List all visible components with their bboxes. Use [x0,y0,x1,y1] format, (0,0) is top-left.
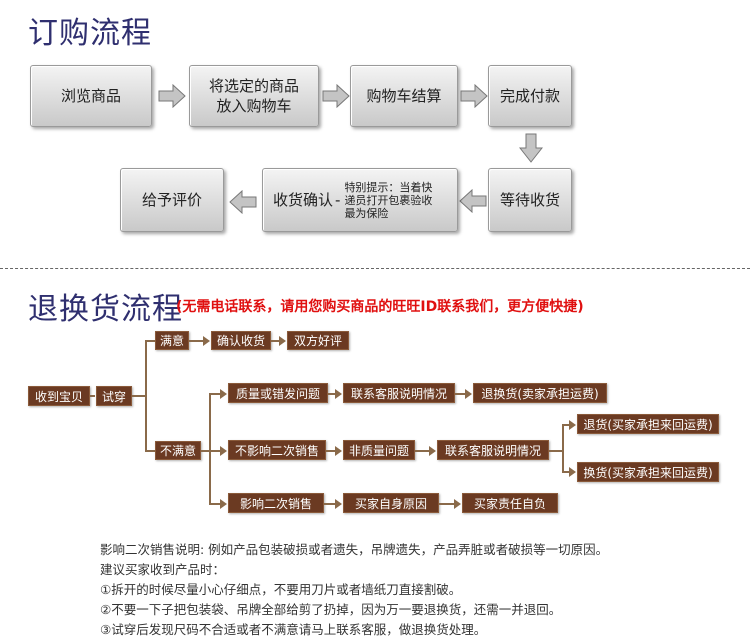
connector [549,450,563,452]
step-add-to-cart: 将选定的商品 放入购物车 [189,65,319,127]
delivery-tip: 特别提示：当着快 递员打开包裹验收 最为保险 [344,181,432,220]
arrow-down-icon [519,133,543,163]
connector [562,424,564,473]
node-good-review: 双方好评 [287,331,349,350]
notes-block: 影响二次销售说明: 例如产品包装破损或者遗失，吊牌遗失，产品弄脏或者破损等一切原… [100,540,740,640]
step-browse-label: 浏览商品 [60,87,121,105]
connector [562,424,570,426]
section-divider [0,268,750,269]
arrow-left-icon [459,189,487,213]
arrow-right-icon [322,84,350,108]
step-review: 给予评价 [120,168,224,232]
node-buyer-responsible: 买家责任自负 [462,493,558,513]
arrow-head-icon [569,467,576,477]
node-contact-service-1: 联系客服说明情况 [343,383,455,403]
step-confirm-label: 收货确认 [273,191,334,209]
arrow-head-icon [220,446,227,456]
arrow-head-icon [454,499,461,509]
step-confirm-dash: - [335,191,341,209]
connector [145,450,155,452]
note-line: ②不要一下子把包装袋、吊牌全部给剪了扔掉，因为万一要退换货，还需一并退回。 [100,602,562,617]
connector [455,393,466,395]
connector [209,393,221,395]
delivery-tip-line3: 最为保险 [344,206,389,220]
node-contact-service-2: 联系客服说明情况 [437,440,549,460]
node-affects-resale: 影响二次销售 [228,493,324,513]
arrow-right-icon [460,84,488,108]
node-exchange-buyer: 换货(买家承担来回运费) [577,462,719,482]
connector [189,340,204,342]
arrow-head-icon [429,446,436,456]
connector [415,450,430,452]
node-quality-issue: 质量或错发问题 [228,383,328,403]
node-satisfied: 满意 [155,331,189,350]
connector [209,393,211,505]
node-buyer-reason: 买家自身原因 [343,493,439,513]
connector [209,450,221,452]
returns-contact-note: (无需电话联系，请用您购买商品的旺旺ID联系我们，更方便快捷) [176,299,584,315]
arrow-head-icon [335,499,342,509]
step-pay-label: 完成付款 [499,87,560,105]
step-review-label: 给予评价 [141,191,202,209]
node-return-buyer: 退货(买家承担来回运费) [577,414,719,434]
step-add-to-cart-line2: 放入购物车 [216,97,292,115]
note-line: ③试穿后发现尺码不合适或者不满意请马上联系客服，做退换货处理。 [100,622,487,637]
connector [271,340,280,342]
node-return-exchange-seller: 退换货(卖家承担运费) [473,383,607,403]
arrow-head-icon [335,446,342,456]
connector [324,503,336,505]
node-try-on: 试穿 [96,386,132,406]
arrow-head-icon [203,336,210,346]
delivery-tip-line2: 递员打开包裹验收 [344,193,433,207]
connector [209,503,221,505]
connector [439,503,455,505]
arrow-head-icon [279,336,286,346]
connector [145,340,147,452]
note-line: ①拆开的时候尽量小心仔细点，不要用刀片或者墙纸刀直接割破。 [100,582,462,597]
step-checkout: 购物车结算 [350,65,458,127]
node-confirm-receipt: 确认收货 [211,331,271,350]
node-no-resale-effect: 不影响二次销售 [228,440,326,460]
note-line: 影响二次销售说明: 例如产品包装破损或者遗失，吊牌遗失，产品弄脏或者破损等一切原… [100,542,609,557]
step-wait-delivery: 等待收货 [488,168,572,232]
node-received: 收到宝贝 [28,386,90,406]
node-not-satisfied: 不满意 [155,441,201,460]
connector [326,450,336,452]
step-pay: 完成付款 [488,65,572,127]
arrow-right-icon [158,84,186,108]
arrow-head-icon [220,499,227,509]
step-checkout-label: 购物车结算 [366,87,442,105]
node-non-quality: 非质量问题 [343,440,415,460]
delivery-tip-line1: 特别提示：当着快 [344,180,433,194]
connector [90,395,95,397]
connector [145,340,155,342]
connector [132,395,146,397]
connector [201,450,210,452]
order-section-title: 订购流程 [28,16,152,51]
arrow-head-icon [335,389,342,399]
arrow-head-icon [569,420,576,430]
step-add-to-cart-line1: 将选定的商品 [208,77,299,95]
step-confirm-receipt: 收货确认 - 特别提示：当着快 递员打开包裹验收 最为保险 [262,168,458,232]
arrow-head-icon [220,389,227,399]
connector [328,393,336,395]
arrow-head-icon [465,389,472,399]
connector [562,471,570,473]
returns-section-title: 退换货流程 [28,292,183,327]
step-wait-label: 等待收货 [499,191,560,209]
arrow-left-icon [229,190,257,214]
step-browse: 浏览商品 [30,65,152,127]
note-line: 建议买家收到产品时： [100,562,226,577]
